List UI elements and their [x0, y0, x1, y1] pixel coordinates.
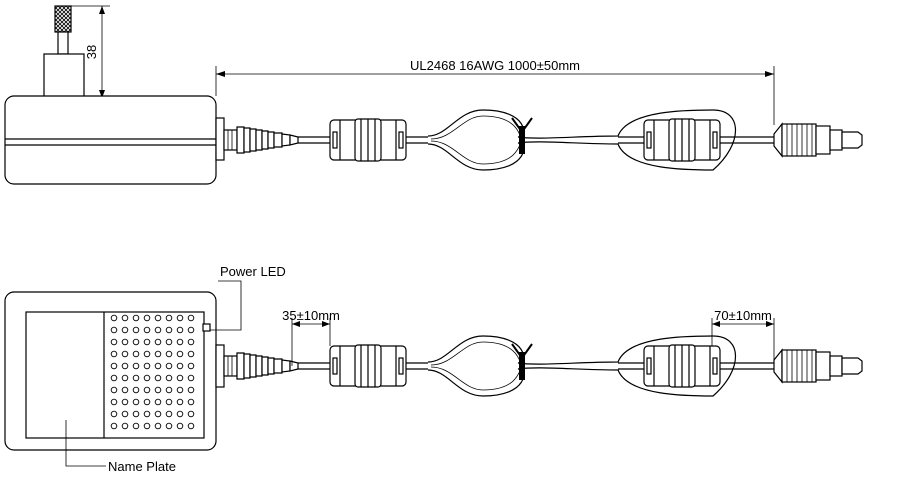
vent-hole [165, 374, 173, 382]
vent-hole [187, 410, 195, 418]
vent-hole [110, 314, 118, 322]
vent-hole [187, 398, 195, 406]
vent-hole [154, 410, 162, 418]
vent-hole [176, 422, 184, 430]
vent-hole [121, 386, 129, 394]
vent-hole [165, 386, 173, 394]
adapter-body-side [4, 95, 217, 185]
vent-hole [132, 338, 140, 346]
vent-hole [176, 374, 184, 382]
vent-hole [165, 326, 173, 334]
vent-hole [132, 410, 140, 418]
vent-hole [154, 398, 162, 406]
ferrite-core-right [643, 118, 721, 162]
vent-hole [110, 386, 118, 394]
vent-hole [121, 338, 129, 346]
vent-hole [110, 350, 118, 358]
vent-hole [187, 338, 195, 346]
vent-hole [176, 386, 184, 394]
vent-hole [165, 362, 173, 370]
vent-hole [187, 350, 195, 358]
vent-hole [187, 422, 195, 430]
vent-hole [121, 362, 129, 370]
vent-hole [187, 314, 195, 322]
left-core-offset-label: 35±10mm [282, 308, 340, 323]
vent-hole [110, 374, 118, 382]
vent-hole [154, 362, 162, 370]
vent-hole [132, 350, 140, 358]
vent-hole [143, 338, 151, 346]
vent-hole [176, 362, 184, 370]
top-view: 38 UL2468 16AWG 1000±50mm [4, 5, 863, 185]
vent-hole [110, 398, 118, 406]
vent-hole [110, 338, 118, 346]
vent-hole [154, 326, 162, 334]
vent-hole [154, 386, 162, 394]
vent-hole [165, 350, 173, 358]
vent-hole [110, 422, 118, 430]
vent-hole [110, 362, 118, 370]
vent-hole [132, 314, 140, 322]
bottom-view: Power LED Name Plate 35±10mm 70±10mm [4, 264, 863, 474]
vent-hole [176, 338, 184, 346]
vent-hole [154, 422, 162, 430]
vent-hole [110, 410, 118, 418]
vent-hole [132, 398, 140, 406]
vent-hole [121, 422, 129, 430]
vent-hole [176, 314, 184, 322]
vent-hole [176, 326, 184, 334]
vent-hole [154, 338, 162, 346]
vent-hole [165, 398, 173, 406]
vent-hole [143, 386, 151, 394]
cable-spec-label: UL2468 16AWG 1000±50mm [410, 58, 580, 73]
vent-hole [165, 314, 173, 322]
vent-hole [121, 398, 129, 406]
vent-hole [187, 374, 195, 382]
vent-hole [154, 350, 162, 358]
vent-hole [143, 314, 151, 322]
right-core-offset-label: 70±10mm [714, 308, 772, 323]
vent-hole [121, 314, 129, 322]
plug-height-label: 38 [84, 45, 99, 59]
vent-hole [121, 326, 129, 334]
vent-hole [132, 326, 140, 334]
vent-hole [187, 386, 195, 394]
power-led [202, 323, 211, 332]
vent-hole [143, 326, 151, 334]
vent-hole [176, 398, 184, 406]
vent-hole [187, 362, 195, 370]
vent-hole [154, 314, 162, 322]
vent-hole [176, 350, 184, 358]
vent-hole [143, 398, 151, 406]
name-plate-label: Name Plate [108, 459, 176, 474]
plug-pin [54, 5, 72, 33]
vent-hole [121, 374, 129, 382]
power-led-label: Power LED [220, 264, 286, 279]
vent-hole [176, 410, 184, 418]
dc-plug [773, 123, 863, 157]
vent-hole [121, 410, 129, 418]
vent-hole [165, 410, 173, 418]
vent-hole [187, 326, 195, 334]
vent-hole [165, 338, 173, 346]
ferrite-core-left [329, 118, 407, 162]
vent-hole [143, 350, 151, 358]
plug-housing [43, 53, 85, 99]
vent-hole [132, 422, 140, 430]
vent-hole [143, 362, 151, 370]
vent-hole [132, 362, 140, 370]
vent-hole [143, 422, 151, 430]
vent-hole [143, 374, 151, 382]
vent-hole [165, 422, 173, 430]
vent-hole [110, 326, 118, 334]
vent-hole [121, 350, 129, 358]
vent-hole [143, 410, 151, 418]
vent-holes [110, 314, 195, 430]
vent-hole [132, 374, 140, 382]
vent-hole [132, 386, 140, 394]
vent-hole [154, 374, 162, 382]
